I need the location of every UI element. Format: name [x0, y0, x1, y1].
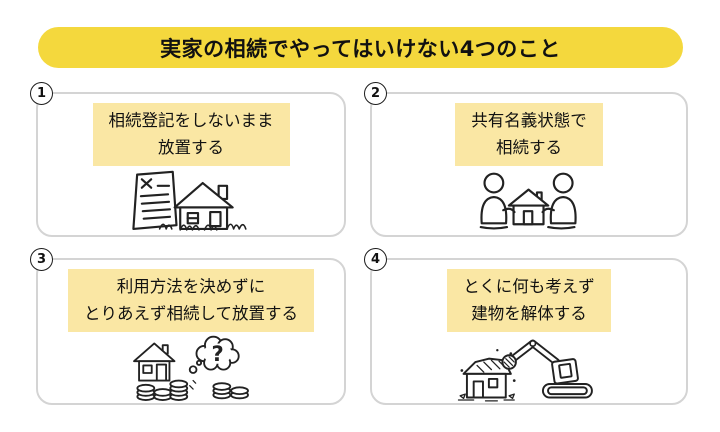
- circled-number-1: 1: [30, 82, 53, 105]
- house-question-coins-icon: ?: [133, 336, 249, 402]
- circled-number-3: 3: [30, 248, 53, 271]
- document-x-house-icon: [132, 171, 247, 232]
- page-title: 実家の相続でやってはいけない4つのこと: [160, 36, 561, 61]
- caption-line: 放置する: [158, 137, 224, 157]
- excavator-demolishing-house-icon: [457, 340, 593, 402]
- panel-2-caption: 共有名義状態で 相続する: [455, 103, 603, 167]
- panel-4-caption: とくに何も考えず 建物を解体する: [447, 269, 611, 333]
- title-banner: 実家の相続でやってはいけない4つのこと: [38, 27, 683, 68]
- panel-1: 1 相続登記をしないまま 放置する: [30, 82, 346, 237]
- caption-line: 相続する: [496, 137, 562, 157]
- caption-line: 利用方法を決めずに: [116, 277, 266, 296]
- panel-3: 3 利用方法を決めずに とりあえず相続して放置する: [30, 248, 346, 405]
- panel-4: 4 とくに何も考えず 建物を解体する: [364, 248, 688, 405]
- panel-1-caption: 相続登記をしないまま 放置する: [92, 103, 290, 167]
- caption-line: とくに何も考えず: [463, 277, 595, 296]
- caption-line: とりあえず相続して放置する: [83, 303, 298, 323]
- panel-2: 2 共有名義状態で 相続する: [364, 82, 688, 237]
- question-mark-icon: ?: [211, 342, 223, 367]
- panel-3-caption: 利用方法を決めずに とりあえず相続して放置する: [67, 269, 314, 333]
- circled-number-2: 2: [364, 82, 387, 105]
- caption-line: 共有名義状態で: [471, 111, 587, 130]
- two-people-holding-house-icon: [479, 173, 577, 230]
- caption-line: 建物を解体する: [471, 303, 587, 323]
- circled-number-4: 4: [364, 248, 387, 271]
- caption-line: 相続登記をしないまま: [108, 111, 274, 130]
